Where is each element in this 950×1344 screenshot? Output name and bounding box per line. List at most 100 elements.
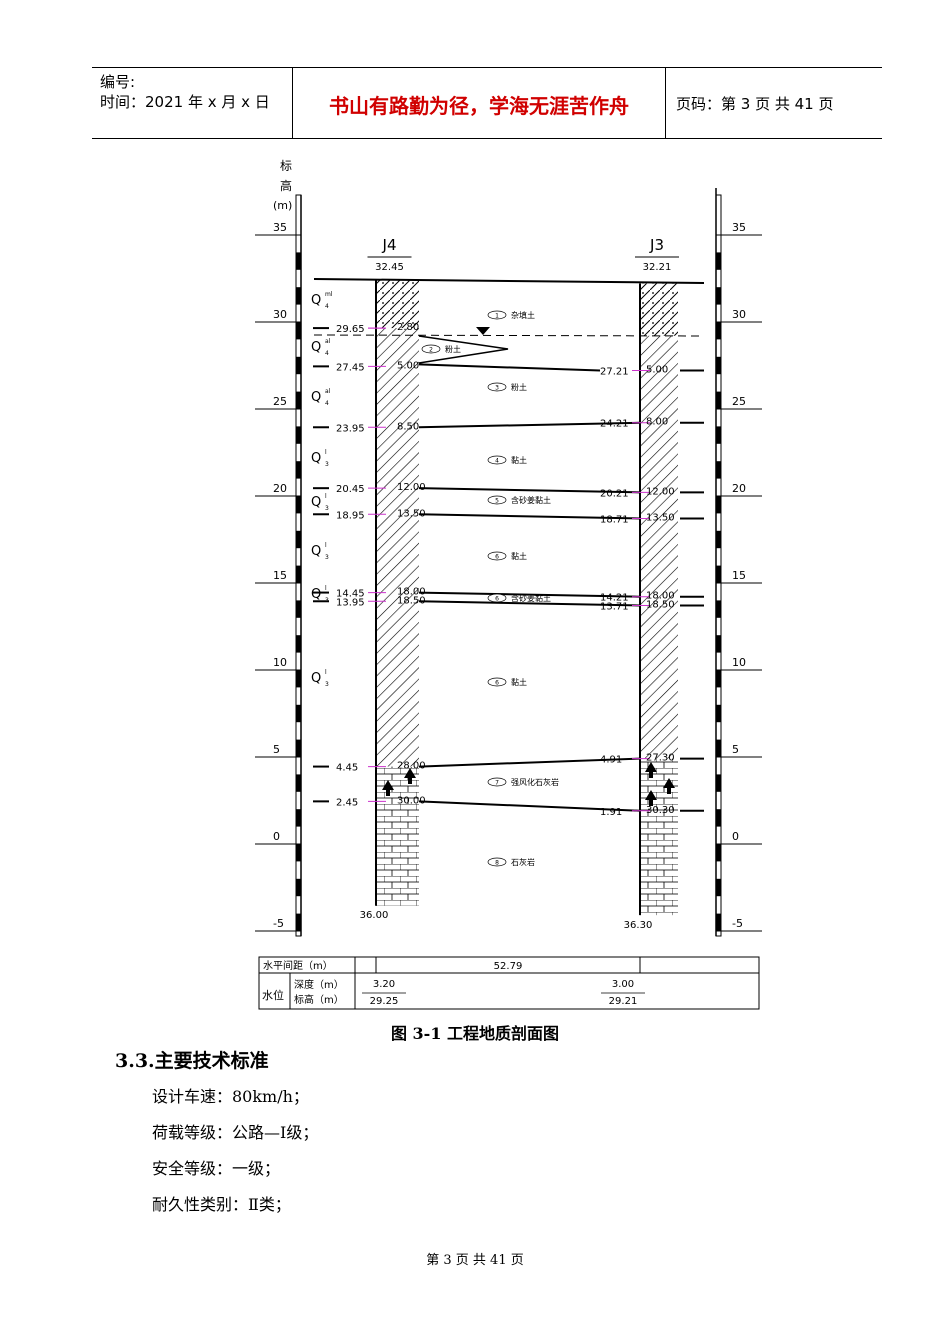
scale-bar-segment: [296, 600, 301, 618]
left-depth: 2.80: [397, 322, 419, 333]
right-depth: 27.30: [646, 753, 675, 764]
table-border: [258, 956, 760, 1010]
axis-title-char: (m): [273, 199, 292, 212]
layer-number: 6: [495, 596, 499, 603]
scale-bar-segment: [716, 913, 721, 931]
borehole-j4-fill: [376, 279, 419, 329]
layer-boundary: [418, 421, 641, 429]
scale-bar-segment: [296, 635, 301, 653]
borehole-j3-soil: [640, 283, 678, 759]
left-elevation: 4.45: [336, 763, 358, 774]
axis-title-char: 高: [280, 178, 292, 193]
tick-label: 30: [732, 308, 746, 321]
scale-bar-segment: [296, 356, 301, 375]
scale-bar-segment: [716, 774, 721, 792]
age-symbol: Q: [311, 544, 321, 559]
tick-label: 20: [273, 482, 287, 495]
left-depth: 18.50: [397, 595, 426, 606]
age-sup: l: [325, 493, 327, 500]
layer-name: 含砂姜黏土: [511, 593, 551, 603]
layer-boundary: [418, 591, 641, 598]
right-elevation: 20.21: [600, 488, 629, 499]
scale-bar-segment: [716, 635, 721, 653]
layer-number-circle: [487, 677, 507, 687]
age-sub: 4: [325, 303, 329, 310]
tick-label: 10: [273, 656, 287, 669]
tick-label: 15: [732, 569, 746, 582]
scale-bar-segment: [296, 461, 301, 479]
age-sub: 4: [325, 400, 329, 407]
layer-number: 5: [495, 498, 499, 505]
left-elevation: 2.45: [336, 797, 358, 808]
scale-bar-segment: [716, 809, 721, 827]
tick-label: 35: [273, 221, 287, 234]
scale-bar-segment: [716, 704, 721, 723]
table-right-elev: 29.21: [609, 996, 638, 1007]
layer-name: 杂填土: [511, 310, 535, 320]
layer-number-circle: [487, 310, 507, 320]
tick-label: -5: [732, 917, 743, 930]
layer-number-circle: [487, 495, 507, 505]
scale-bar-segment: [716, 426, 721, 444]
lens-boundary: [418, 335, 509, 364]
scale-bar-segment: [716, 356, 721, 375]
water-table-line: [313, 334, 705, 337]
layer-number: 1: [495, 313, 499, 320]
scale-bar-segment: [716, 496, 721, 514]
number-label: 编号:: [100, 73, 136, 91]
water-level-icon: [476, 327, 490, 335]
tick-label: 0: [732, 830, 739, 843]
borehole-bottom-depth: 36.00: [360, 910, 389, 921]
scale-bar-segment: [296, 844, 301, 862]
scale-bar-segment: [296, 739, 301, 757]
left-depth: 18.00: [397, 587, 426, 598]
header-meta: 编号: 时间：2021 年 x 月 x 日: [100, 72, 270, 112]
layer-number: 2: [429, 347, 433, 354]
axis-title-char: 标: [280, 159, 292, 173]
table-water-label: 水位: [262, 988, 284, 1002]
rock-icon: [645, 790, 657, 806]
scale-bar-segment: [716, 530, 721, 549]
age-sup: l: [325, 669, 327, 676]
layer-number: 7: [495, 780, 499, 787]
borehole-top-elev: 32.45: [375, 262, 404, 273]
layer-name: 石灰岩: [511, 857, 535, 867]
scale-bar-segment: [296, 530, 301, 549]
scale-bar-segment: [296, 287, 301, 305]
borehole-j3-fill: [640, 283, 678, 336]
layer-boundary: [418, 757, 641, 768]
scale-bar-segment: [716, 565, 721, 583]
page-footer: 第 3 页 共 41 页: [426, 1253, 524, 1268]
layer-number: 6: [495, 554, 499, 561]
page-label: 页码：第 3 页 共 41 页: [676, 95, 834, 113]
right-depth: 13.50: [646, 512, 675, 523]
layer-number: 3: [495, 385, 499, 392]
right-elevation: 18.71: [600, 514, 629, 525]
age-sub: 3: [325, 505, 329, 512]
borehole-j4-soil: [376, 279, 419, 767]
borehole-j3-rock: [640, 758, 678, 916]
right-depth: 18.00: [646, 591, 675, 602]
scale-bar-segment: [296, 496, 301, 514]
scale-bar-segment: [716, 878, 721, 897]
right-elevation: 24.21: [600, 419, 629, 430]
age-sub: 3: [325, 681, 329, 688]
scale-bar-segment: [296, 426, 301, 444]
scale-bar-segment: [716, 322, 721, 340]
left-elevation: 14.45: [336, 589, 365, 600]
right-elevation: 27.21: [600, 367, 629, 378]
right-depth: 5.00: [646, 365, 668, 376]
section-title: 3.3.主要技术标准: [115, 1050, 269, 1072]
tick-label: -5: [273, 917, 284, 930]
layer-name: 强风化石灰岩: [511, 777, 559, 787]
age-sub: 4: [325, 350, 329, 357]
tick-label: 5: [273, 743, 280, 756]
borehole-name: J3: [649, 236, 664, 254]
layer-number: 4: [495, 458, 499, 465]
age-sub: 3: [325, 597, 329, 604]
right-depth: 8.00: [646, 417, 668, 428]
table-elev-label: 标高（m）: [294, 993, 344, 1006]
left-elevation: 18.95: [336, 510, 365, 521]
layer-boundary: [418, 513, 641, 520]
